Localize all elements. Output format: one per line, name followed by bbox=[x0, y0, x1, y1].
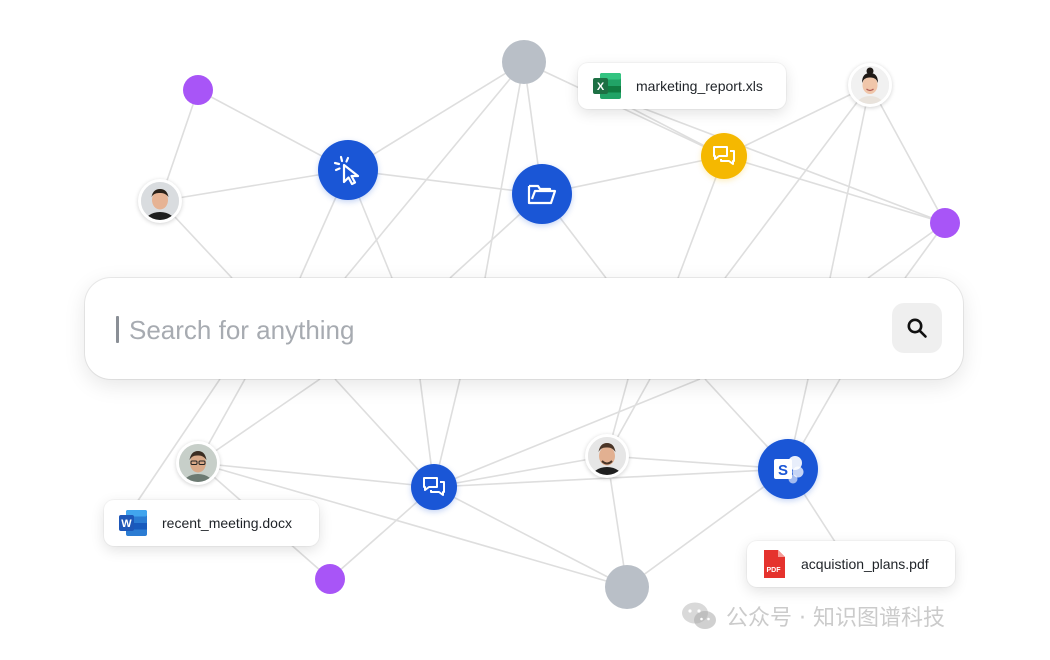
person-icon bbox=[851, 66, 889, 104]
svg-text:X: X bbox=[597, 81, 605, 93]
word-icon: W bbox=[119, 510, 147, 536]
gray-node bbox=[502, 40, 546, 84]
file-card-acquistion-plans[interactable]: PDF acquistion_plans.pdf bbox=[747, 541, 955, 587]
sharepoint-node: S bbox=[758, 439, 818, 499]
user-avatar bbox=[176, 441, 220, 485]
purple-node bbox=[930, 208, 960, 238]
sharepoint-icon: S bbox=[774, 456, 804, 484]
chat-icon bbox=[713, 146, 735, 165]
svg-text:W: W bbox=[121, 518, 132, 530]
file-name: recent_meeting.docx bbox=[162, 515, 292, 531]
file-card-marketing-report[interactable]: X marketing_report.xls bbox=[578, 63, 786, 109]
svg-text:S: S bbox=[778, 462, 788, 479]
person-icon bbox=[141, 182, 179, 220]
folder-node bbox=[512, 164, 572, 224]
search-icon bbox=[907, 318, 927, 338]
user-avatar bbox=[585, 434, 629, 478]
search-bar bbox=[85, 278, 963, 379]
user-avatar bbox=[138, 179, 182, 223]
file-name: marketing_report.xls bbox=[636, 78, 763, 94]
gray-node bbox=[605, 565, 649, 609]
purple-node bbox=[315, 564, 345, 594]
chat-node bbox=[701, 133, 747, 179]
person-icon bbox=[588, 437, 626, 475]
watermark-text: 公众号 · 知识图谱科技 bbox=[726, 606, 945, 631]
chat-node bbox=[411, 464, 457, 510]
chat-icon bbox=[423, 477, 445, 496]
wechat-icon bbox=[682, 602, 716, 629]
user-avatar bbox=[848, 63, 892, 107]
purple-node bbox=[183, 75, 213, 105]
text-caret bbox=[116, 316, 119, 343]
search-button[interactable] bbox=[892, 303, 942, 353]
svg-text:PDF: PDF bbox=[767, 567, 782, 574]
watermark: 公众号 · 知识图谱科技 bbox=[680, 600, 945, 632]
search-input[interactable] bbox=[127, 306, 891, 354]
cursor-icon bbox=[333, 155, 360, 186]
person-icon bbox=[179, 444, 217, 482]
folder-icon bbox=[527, 184, 557, 205]
cursor-node bbox=[318, 140, 378, 200]
pdf-icon: PDF bbox=[764, 550, 785, 578]
file-card-recent-meeting[interactable]: W recent_meeting.docx bbox=[104, 500, 319, 546]
excel-icon: X bbox=[593, 73, 621, 99]
file-name: acquistion_plans.pdf bbox=[801, 556, 929, 572]
